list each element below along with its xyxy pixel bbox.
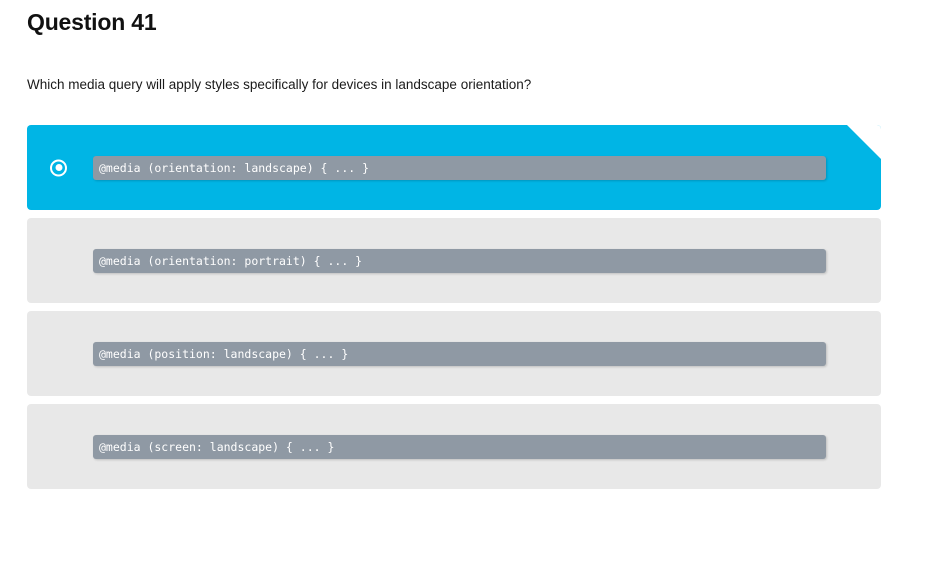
answer-option-3[interactable]: @media (position: landscape) { ... }: [27, 311, 881, 396]
question-prompt: Which media query will apply styles spec…: [27, 77, 532, 92]
radio-dot-icon: [55, 164, 62, 171]
answer-option-4[interactable]: @media (screen: landscape) { ... }: [27, 404, 881, 489]
answer-option-1[interactable]: @media (orientation: landscape) { ... }: [27, 125, 881, 210]
page-title: Question 41: [27, 9, 157, 35]
answer-option-1-code: @media (orientation: landscape) { ... }: [93, 155, 826, 180]
radio-button-1[interactable]: [50, 159, 67, 176]
answer-option-2-code: @media (orientation: portrait) { ... }: [93, 248, 826, 273]
answer-option-3-code: @media (position: landscape) { ... }: [93, 341, 826, 366]
answer-options-list: @media (orientation: landscape) { ... } …: [27, 125, 881, 497]
answer-option-4-code: @media (screen: landscape) { ... }: [93, 434, 826, 459]
answer-option-2[interactable]: @media (orientation: portrait) { ... }: [27, 218, 881, 303]
selected-corner-fold-icon: [847, 125, 881, 159]
